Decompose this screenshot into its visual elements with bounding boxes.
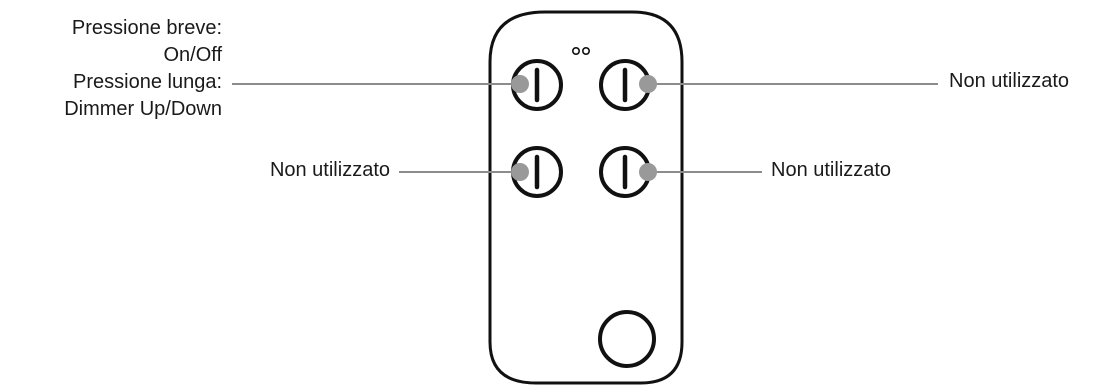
- label-on-off: On/Off: [163, 44, 222, 66]
- label-top-right: Non utilizzato: [949, 70, 1070, 92]
- label-top-left: Pressione breve: On/Off Pressione lunga:…: [64, 15, 222, 123]
- callout-dot-top-left: [511, 75, 529, 93]
- led-indicator-icon: [571, 46, 590, 55]
- label-dimmer: Dimmer Up/Down: [64, 98, 222, 120]
- circle-button-icon[interactable]: [598, 310, 656, 368]
- label-short-press: Pressione breve:: [71, 17, 222, 39]
- label-long-press: Pressione lunga:: [73, 71, 222, 93]
- callout-dot-top-right: [639, 75, 657, 93]
- callout-dot-bottom-left: [511, 163, 529, 181]
- power-toggle-icon[interactable]: [511, 146, 563, 198]
- label-bottom-left: Non utilizzato: [269, 159, 390, 181]
- label-bottom-right: Non utilizzato: [771, 159, 892, 181]
- callout-dot-bottom-right: [639, 163, 657, 181]
